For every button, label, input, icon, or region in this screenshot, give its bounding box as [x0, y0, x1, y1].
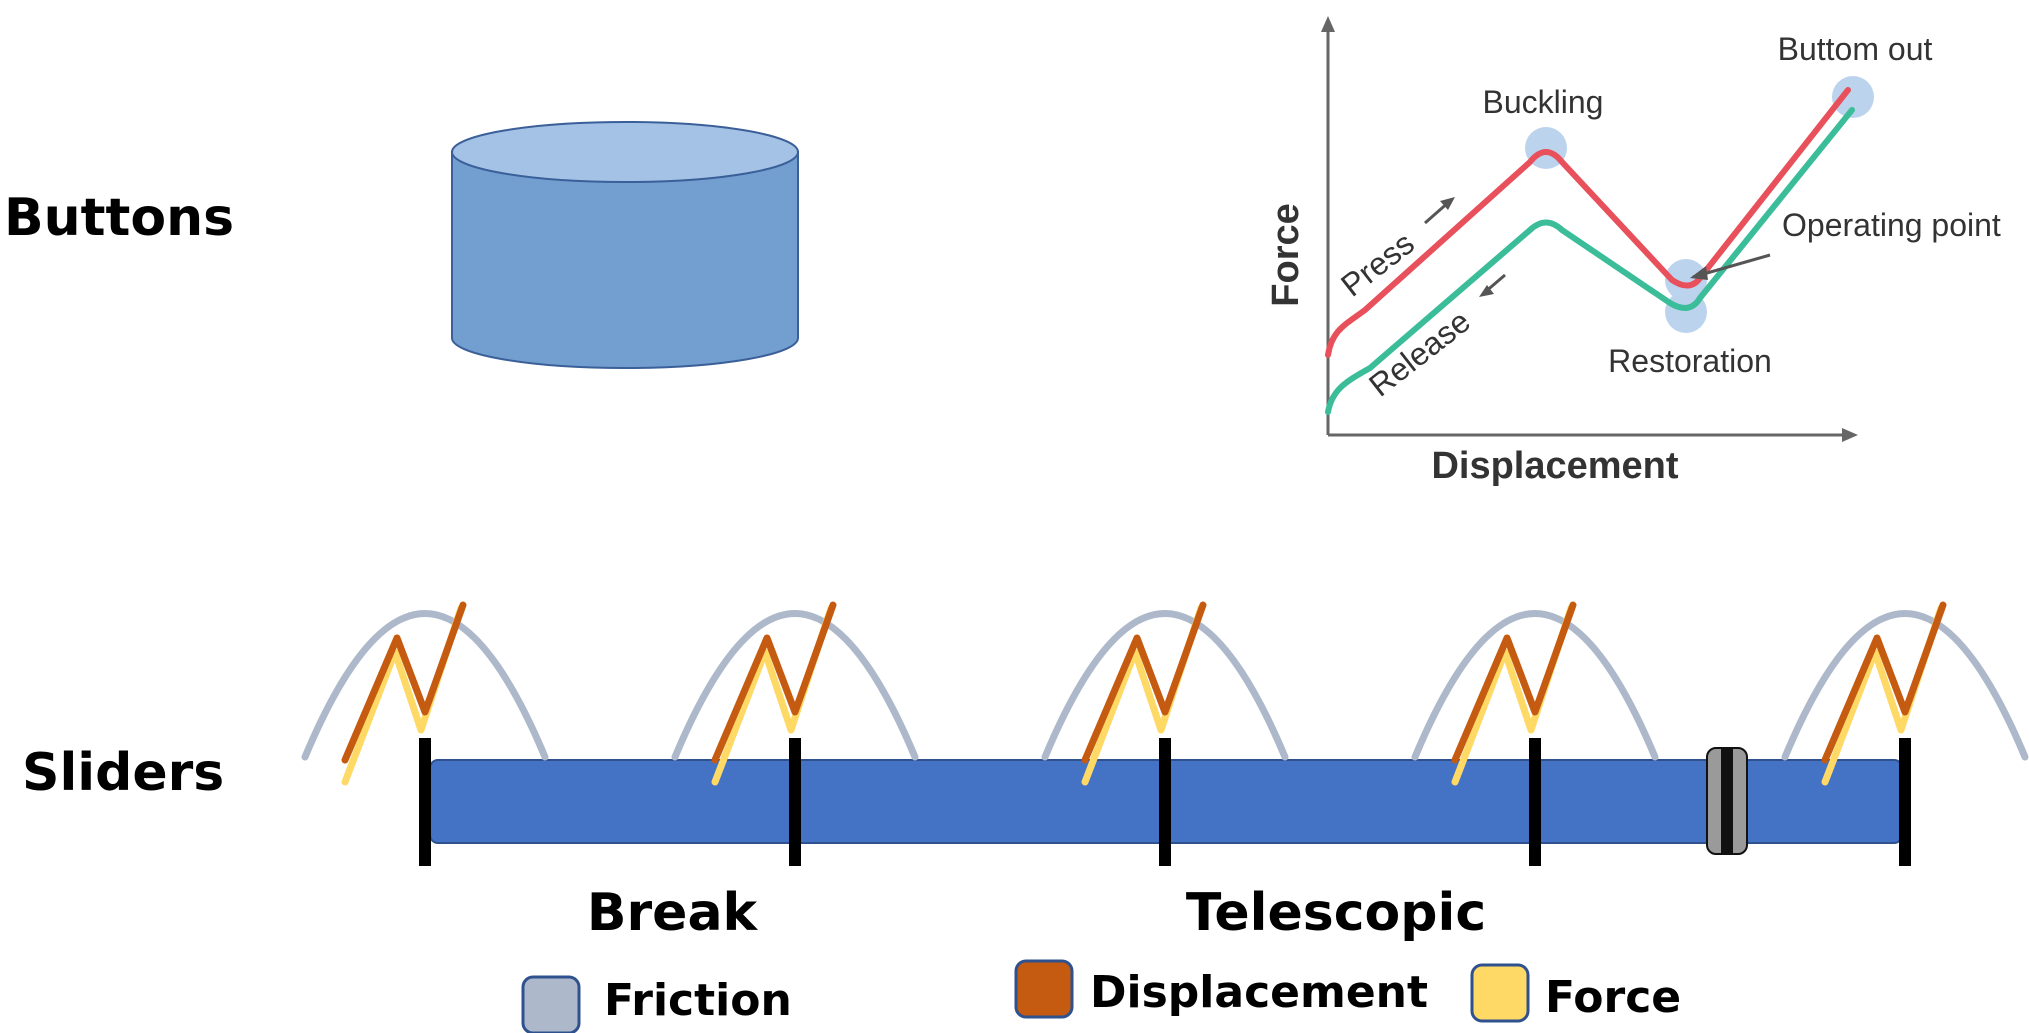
displacement-zigzag — [341, 601, 467, 764]
friction-arc — [1041, 610, 1289, 761]
force-zigzag — [1821, 604, 1945, 786]
slider-illustration — [301, 601, 2029, 866]
detent-marker — [789, 738, 801, 866]
press-direction-arrowhead — [1440, 197, 1455, 210]
operating-point-pointer-head — [1690, 266, 1708, 280]
legend-label-force: Force — [1545, 972, 1681, 1023]
telescopic-label: Telescopic — [1186, 883, 1486, 943]
force-zigzag — [1451, 604, 1575, 786]
friction-arc — [1411, 610, 1659, 761]
displacement-zigzag — [1451, 601, 1577, 764]
legend-label-displacement: Displacement — [1090, 967, 1428, 1018]
force-displacement-chart: Displacement Force Buckling Buttom out O… — [1265, 16, 2001, 487]
restoration-label: Restoration — [1608, 343, 1772, 379]
detent-group — [301, 601, 2029, 866]
displacement-zigzag — [1821, 601, 1947, 764]
force-zigzag — [711, 604, 835, 786]
release-direction-arrowhead — [1479, 285, 1494, 297]
legend-item-displacement: Displacement — [1014, 959, 1428, 1019]
button-cylinder-illustration — [451, 121, 799, 369]
detent-marker — [1899, 738, 1911, 866]
displacement-swatch — [1014, 959, 1074, 1019]
bottom-out-marker — [1832, 76, 1874, 118]
detent-marker — [1529, 738, 1541, 866]
slider-knob — [1706, 747, 1748, 855]
force-zigzag — [1081, 604, 1205, 786]
displacement-zigzag — [711, 601, 837, 764]
operating-point-marker — [1665, 259, 1707, 301]
displacement-zigzag — [1081, 601, 1207, 764]
force-zigzag — [341, 604, 465, 786]
y-axis-label: Force — [1265, 203, 1307, 306]
legend-item-force: Force — [1470, 963, 1681, 1023]
friction-arc — [671, 610, 919, 761]
release-label: Release — [1362, 303, 1477, 404]
detent-marker — [1159, 738, 1171, 866]
sliders-label: Sliders — [22, 743, 224, 803]
x-axis-arrow-icon — [1842, 428, 1858, 442]
legend: Friction Displacement Force — [521, 959, 1681, 1033]
friction-swatch — [521, 975, 581, 1033]
friction-arc — [1781, 610, 2029, 761]
detent-marker — [419, 738, 431, 866]
bottom-out-label: Buttom out — [1778, 31, 1933, 67]
release-curve — [1325, 107, 1855, 415]
y-axis-arrow-icon — [1321, 16, 1335, 32]
operating-point-label: Operating point — [1782, 207, 2001, 243]
legend-item-friction: Friction — [521, 975, 792, 1033]
x-axis-label: Displacement — [1431, 445, 1678, 487]
buckling-label: Buckling — [1483, 84, 1604, 120]
force-swatch — [1470, 963, 1530, 1023]
legend-label-friction: Friction — [604, 975, 792, 1026]
friction-arc — [301, 610, 549, 761]
press-curve — [1325, 87, 1851, 358]
buttons-label: Buttons — [4, 188, 234, 248]
press-label: Press — [1334, 225, 1421, 304]
break-label: Break — [587, 883, 759, 943]
